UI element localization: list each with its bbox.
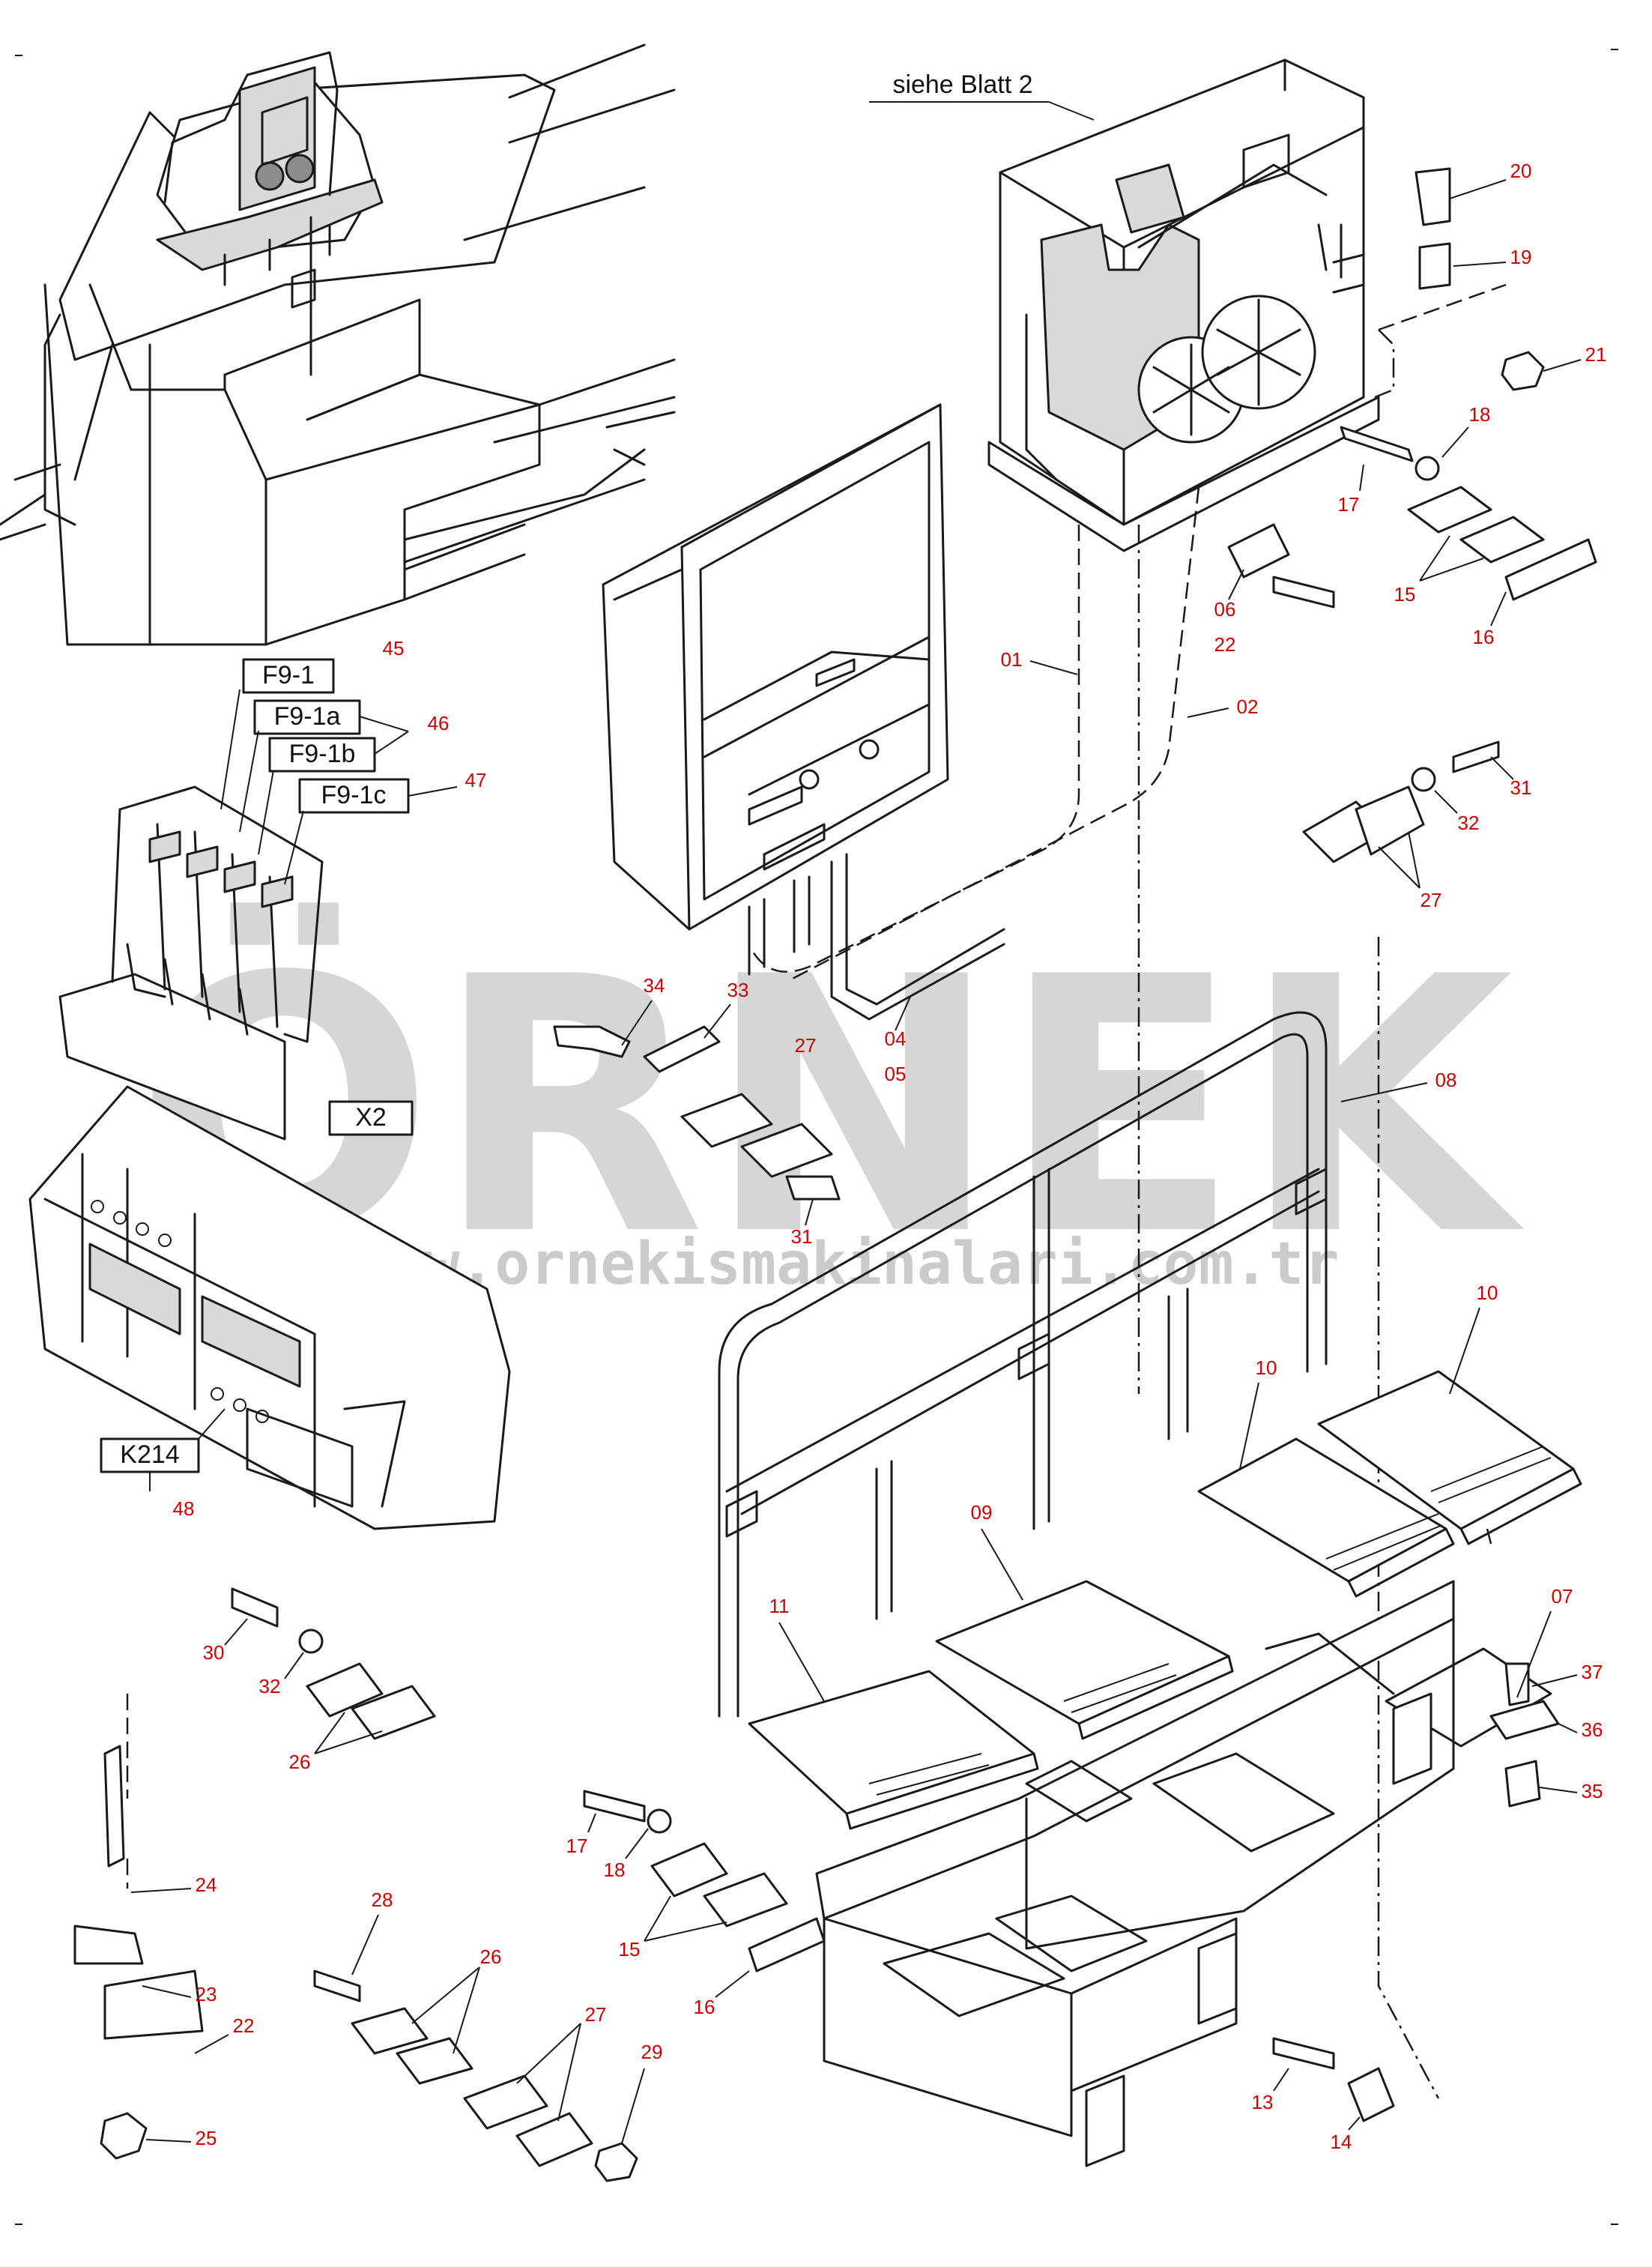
callout-48: 48 xyxy=(173,1497,195,1520)
callout-24: 24 xyxy=(196,1874,217,1896)
svg-text:F9-1a: F9-1a xyxy=(274,702,341,731)
machine-context xyxy=(0,43,676,646)
callout-14: 14 xyxy=(1331,2131,1352,2153)
watermark-url: www.ornekismakinalari.com.tr xyxy=(354,1231,1340,1298)
reference-text: siehe Blatt 2 xyxy=(892,70,1032,99)
handrail-frame xyxy=(718,1011,1328,1718)
label-f9-1b: F9-1b xyxy=(258,737,376,855)
callout-27c: 27 xyxy=(585,2003,607,2026)
callout-32b: 32 xyxy=(259,1675,281,1697)
step-plates xyxy=(748,1370,1582,1830)
fuse-block xyxy=(58,785,324,1141)
plate-slots xyxy=(868,1446,1552,1796)
terminal-block xyxy=(28,1085,511,1530)
callout-23: 23 xyxy=(196,1983,217,2005)
callout-45: 45 xyxy=(383,637,405,659)
callout-31a: 31 xyxy=(1510,776,1532,799)
climate-unit xyxy=(987,58,1380,552)
callout-01: 01 xyxy=(1001,648,1023,671)
callout-22b: 22 xyxy=(233,2014,255,2037)
callout-21: 21 xyxy=(1585,343,1607,366)
callout-33: 33 xyxy=(727,979,749,1001)
callout-16a: 16 xyxy=(1473,626,1495,648)
connection-lines xyxy=(126,283,1507,2099)
callout-10a: 10 xyxy=(1256,1356,1277,1379)
callout-19: 19 xyxy=(1510,246,1532,268)
callout-35: 35 xyxy=(1582,1780,1603,1802)
svg-text:K214: K214 xyxy=(120,1440,179,1469)
callout-07: 07 xyxy=(1552,1585,1573,1608)
crop-marks xyxy=(15,49,1618,2225)
callout-31b: 31 xyxy=(791,1225,813,1248)
callout-18a: 18 xyxy=(1469,403,1491,426)
callout-13: 13 xyxy=(1252,2091,1274,2113)
reference-note: siehe Blatt 2 xyxy=(869,70,1095,121)
callout-09: 09 xyxy=(971,1501,993,1524)
callout-17b: 17 xyxy=(566,1835,588,1857)
label-f9-1a: F9-1a xyxy=(239,699,361,833)
svg-text:F9-1b: F9-1b xyxy=(289,740,356,768)
base-frame xyxy=(815,1580,1552,2167)
callout-05: 05 xyxy=(885,1063,907,1085)
callout-02: 02 xyxy=(1237,695,1259,718)
callout-34: 34 xyxy=(644,974,665,997)
label-f9-1c: F9-1c xyxy=(284,778,410,885)
callout-27a: 27 xyxy=(1420,889,1442,911)
callout-36: 36 xyxy=(1582,1718,1603,1741)
callout-15a: 15 xyxy=(1394,583,1416,606)
svg-text:X2: X2 xyxy=(355,1103,387,1132)
callout-08: 08 xyxy=(1435,1069,1457,1091)
callout-32a: 32 xyxy=(1458,812,1480,834)
hardware-parts xyxy=(73,167,1597,2182)
boxed-labels: F9-1 F9-1a F9-1b F9-1c X2 K214 xyxy=(100,658,414,1491)
callout-20: 20 xyxy=(1510,160,1532,182)
label-k214: K214 xyxy=(100,1408,226,1491)
label-x2: X2 xyxy=(328,1100,414,1136)
callout-15b: 15 xyxy=(619,1938,641,1960)
callout-16b: 16 xyxy=(694,1996,715,2018)
callout-10b: 10 xyxy=(1477,1282,1498,1304)
callout-11: 11 xyxy=(769,1595,790,1617)
callout-28: 28 xyxy=(372,1889,393,1911)
callout-30: 30 xyxy=(203,1641,225,1664)
svg-text:F9-1c: F9-1c xyxy=(321,781,387,809)
svg-text:F9-1: F9-1 xyxy=(262,661,315,689)
label-f9-1: F9-1 xyxy=(220,658,335,810)
callout-37: 37 xyxy=(1582,1661,1603,1683)
callout-04: 04 xyxy=(885,1027,907,1050)
callout-47: 47 xyxy=(465,769,487,791)
callout-29: 29 xyxy=(641,2041,663,2063)
panel-frame xyxy=(602,403,1005,1021)
callout-06: 06 xyxy=(1214,598,1236,621)
callout-22a: 22 xyxy=(1214,633,1236,656)
callout-18b: 18 xyxy=(604,1859,626,1881)
callout-27b: 27 xyxy=(795,1034,817,1057)
callouts: 01 02 04 05 06 22 07 08 09 10 10 11 13 1… xyxy=(130,160,1607,2153)
callout-26b: 26 xyxy=(480,1945,502,1968)
callout-26a: 26 xyxy=(289,1751,311,1773)
callout-25: 25 xyxy=(196,2127,217,2149)
callout-17a: 17 xyxy=(1338,493,1360,516)
callout-46: 46 xyxy=(428,712,450,734)
